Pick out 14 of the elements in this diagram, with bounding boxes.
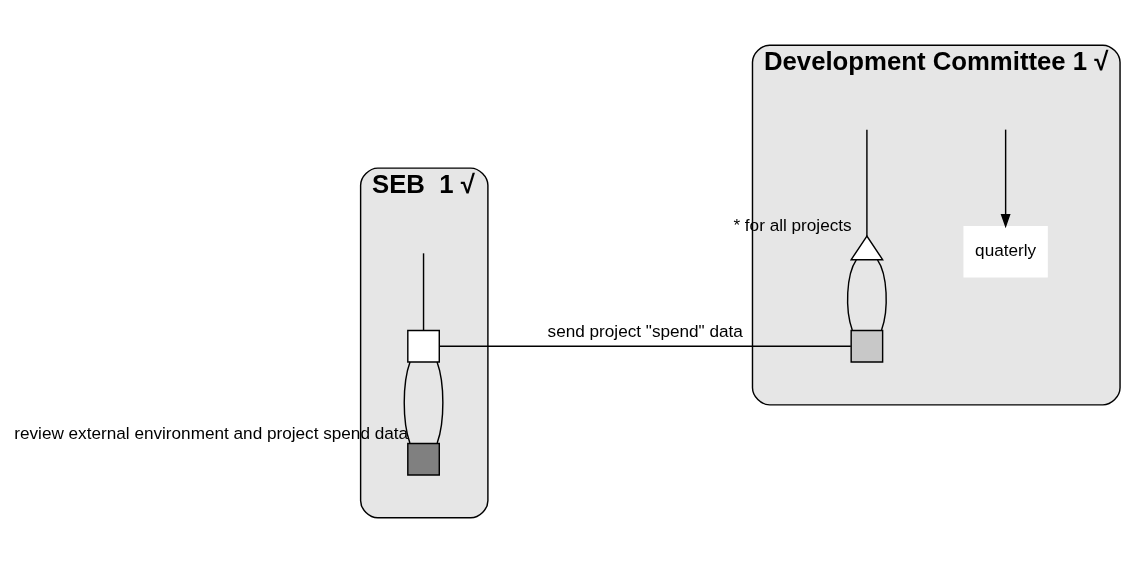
node-box bbox=[407, 442, 440, 476]
connector bbox=[846, 259, 858, 331]
node-box bbox=[407, 329, 440, 363]
connector bbox=[436, 361, 444, 444]
connector bbox=[438, 345, 852, 347]
edge-label: send project "spend" data bbox=[547, 321, 743, 342]
connector bbox=[422, 252, 425, 331]
connector bbox=[403, 361, 411, 444]
connector bbox=[876, 259, 887, 331]
connector bbox=[866, 128, 868, 237]
node-box: quaterly bbox=[963, 226, 1048, 278]
arrow bbox=[1000, 128, 1011, 229]
node-box bbox=[850, 329, 884, 363]
node-triangle bbox=[849, 234, 884, 261]
